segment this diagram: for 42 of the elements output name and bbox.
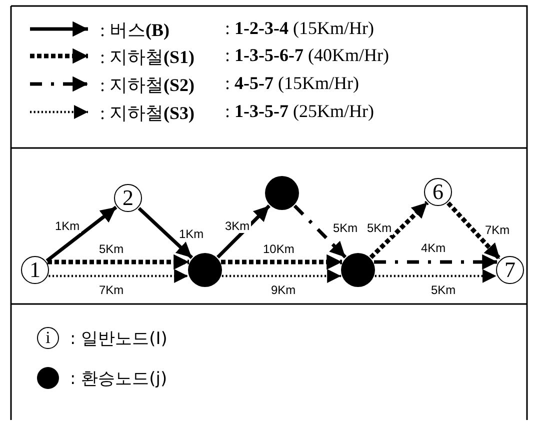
open-circle-sample: i [37, 327, 59, 349]
legend-text: : 환승노드(j) [70, 368, 168, 390]
edge-label: 5Km [98, 243, 125, 256]
edge-label: 7Km [98, 284, 125, 297]
edge-label: 9Km [270, 284, 297, 297]
station-circle: 1 [21, 256, 49, 284]
legend-text: : 지하철(S2) [100, 74, 195, 97]
arrow [216, 204, 270, 258]
legend-text: : 버스(B) [100, 19, 170, 42]
arrow [369, 200, 429, 260]
legend-text: : 지하철(S3) [100, 102, 195, 125]
route-text: : 4-5-7 (15Km/Hr) [225, 73, 359, 94]
transfer-node [265, 176, 299, 210]
legend-text: : 일반노드(I) [70, 328, 168, 350]
edge-label: 5Km [332, 222, 359, 235]
edge-label: 1Km [54, 220, 81, 233]
route-text: : 1-3-5-6-7 (40Km/Hr) [225, 45, 389, 66]
legend-text: : 지하철(S1) [100, 46, 195, 69]
arrow [293, 204, 347, 258]
arrow [48, 254, 189, 270]
arrow [48, 269, 188, 283]
arrow [221, 254, 342, 270]
station-circle: 6 [424, 178, 452, 206]
edge-label: 1Km [178, 228, 205, 241]
arrow [46, 206, 118, 262]
arrow [446, 202, 502, 260]
arrow [374, 269, 496, 283]
edge-label: 4Km [420, 242, 447, 255]
station-circle: 7 [496, 256, 524, 284]
arrow [374, 254, 498, 270]
station-circle: 2 [114, 184, 142, 212]
transfer-node [188, 253, 222, 287]
edge-label: 7Km [484, 224, 511, 237]
route-text: : 1-3-5-7 (25Km/Hr) [225, 101, 374, 122]
transfer-node [341, 253, 375, 287]
edge-label: 3Km [224, 220, 251, 233]
edge-label: 10Km [262, 243, 296, 256]
edge-label: 5Km [430, 284, 457, 297]
arrow [222, 269, 342, 283]
arrow [138, 206, 194, 259]
route-text: : 1-2-3-4 (15Km/Hr) [225, 18, 374, 39]
edge-label: 5Km [366, 222, 393, 235]
